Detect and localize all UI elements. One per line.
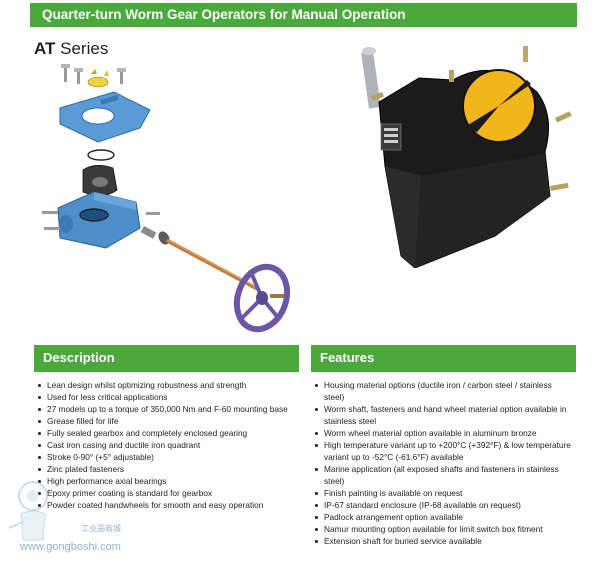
watermark-logo bbox=[8, 481, 48, 541]
side-screws bbox=[42, 211, 160, 230]
list-item: Powder coated handwheels for smooth and … bbox=[35, 499, 297, 511]
list-item: Grease filled for life bbox=[35, 415, 297, 427]
list-item: Epoxy primer coating is standard for gea… bbox=[35, 487, 297, 499]
list-item: Stroke 0-90° (+5° adjustable) bbox=[35, 451, 297, 463]
list-item: High performance axial bearings bbox=[35, 475, 297, 487]
list-item: Worm shaft, fasteners and hand wheel mat… bbox=[312, 403, 574, 427]
series-title: AT Series bbox=[34, 39, 108, 59]
watermark-cn: 工业品商城 bbox=[81, 524, 121, 533]
list-item: Padlock arrangement option available bbox=[312, 511, 574, 523]
handwheel bbox=[233, 263, 291, 333]
list-item: Housing material options (ductile iron /… bbox=[312, 379, 574, 403]
cover-plate bbox=[59, 91, 151, 143]
watermark-url: www.gongboshi.com bbox=[20, 541, 121, 553]
mounting-bolts bbox=[370, 46, 572, 191]
header-bar: Quarter-turn Worm Gear Operators for Man… bbox=[30, 3, 577, 27]
indicator-parts bbox=[87, 69, 109, 88]
list-item: Worm wheel material option available in … bbox=[312, 427, 574, 439]
features-heading-text: Features bbox=[320, 350, 375, 365]
o-ring bbox=[87, 149, 115, 161]
series-title-rest: Series bbox=[55, 39, 109, 58]
features-heading: Features bbox=[311, 345, 576, 372]
page-title: Quarter-turn Worm Gear Operators for Man… bbox=[42, 7, 406, 22]
list-item: Extension shaft for buried service avail… bbox=[312, 535, 574, 547]
list-item: Lean design whilst optimizing robustness… bbox=[35, 379, 297, 391]
list-item: Namur mounting option available for limi… bbox=[312, 523, 574, 535]
list-item: Marine application (all exposed shafts a… bbox=[312, 463, 574, 487]
bolt-assembly bbox=[140, 226, 170, 245]
product-photo bbox=[361, 46, 572, 268]
description-heading-text: Description bbox=[43, 350, 115, 365]
list-item: IP-67 standard enclosure (IP-68 availabl… bbox=[312, 499, 574, 511]
series-title-strong: AT bbox=[34, 39, 56, 58]
description-list: Lean design whilst optimizing robustness… bbox=[35, 379, 297, 511]
features-list: Housing material options (ductile iron /… bbox=[312, 379, 574, 547]
list-item: Zinc plated fasteners bbox=[35, 463, 297, 475]
description-heading: Description bbox=[34, 345, 299, 372]
exploded-view-illustration bbox=[42, 64, 291, 333]
list-item: Fully sealed gearbox and completely encl… bbox=[35, 427, 297, 439]
quadrant-gear bbox=[82, 165, 118, 196]
list-item: Cast iron casing and ductile iron quadra… bbox=[35, 439, 297, 451]
list-item: High temperature variant up to +200°C (+… bbox=[312, 439, 574, 463]
list-item: Finish painting is available on request bbox=[312, 487, 574, 499]
top-screws bbox=[61, 64, 126, 84]
position-indicator bbox=[462, 69, 536, 143]
list-item: 27 models up to a torque of 350,000 Nm a… bbox=[35, 403, 297, 415]
list-item: Used for less critical applications bbox=[35, 391, 297, 403]
gear-housing bbox=[57, 191, 141, 249]
